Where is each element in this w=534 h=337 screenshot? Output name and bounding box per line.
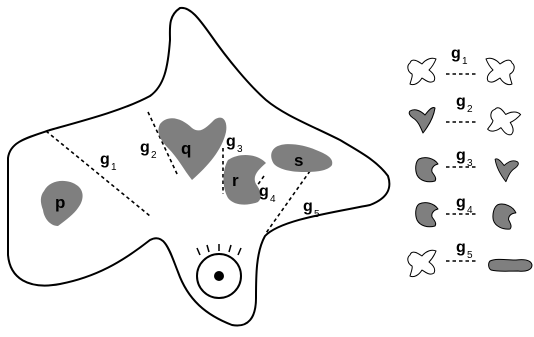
legend-row-g1: g 1 [408, 45, 514, 85]
filled-r-shape-icon [491, 203, 517, 231]
svg-text:g: g [226, 133, 236, 150]
svg-text:g: g [140, 139, 150, 156]
legend-row-g5: g 5 [408, 239, 532, 277]
svg-text:4: 4 [467, 205, 473, 216]
hollow-star-icon [408, 58, 436, 84]
svg-text:g: g [100, 151, 110, 168]
svg-text:g: g [456, 194, 466, 211]
legend-row-g4: g 4 [416, 194, 517, 230]
svg-text:g: g [456, 93, 466, 110]
svg-text:2: 2 [467, 104, 473, 115]
svg-text:1: 1 [111, 162, 117, 173]
svg-text:g: g [303, 198, 313, 215]
svg-text:1: 1 [462, 56, 468, 67]
filled-s-shape-icon [489, 259, 532, 271]
svg-text:g: g [456, 239, 466, 256]
hollow-star-icon [485, 104, 521, 138]
svg-text:3: 3 [467, 158, 473, 169]
svg-text:4: 4 [270, 194, 276, 205]
hollow-star-icon [408, 250, 436, 276]
svg-text:g: g [451, 45, 461, 62]
filled-r-shape-icon [416, 203, 438, 227]
svg-text:5: 5 [314, 209, 320, 220]
legend-row-g3: g 3 [416, 147, 519, 182]
svg-text:g: g [259, 183, 269, 200]
svg-text:g: g [456, 147, 466, 164]
filled-r-shape-icon [416, 158, 438, 182]
legend: g 1 g 2 g 3 g 4 [408, 45, 532, 277]
region-q-label: q [181, 139, 191, 158]
hollow-star-icon [486, 58, 514, 84]
region-s-label: s [294, 151, 303, 170]
region-r-label: r [232, 171, 239, 190]
legend-row-g2: g 2 [409, 93, 521, 139]
svg-text:3: 3 [237, 144, 243, 155]
filled-q-shape-icon [495, 159, 518, 182]
region-p-label: p [55, 193, 65, 212]
filled-q-shape-icon [409, 108, 435, 133]
svg-text:2: 2 [151, 150, 157, 161]
svg-text:5: 5 [467, 250, 473, 261]
